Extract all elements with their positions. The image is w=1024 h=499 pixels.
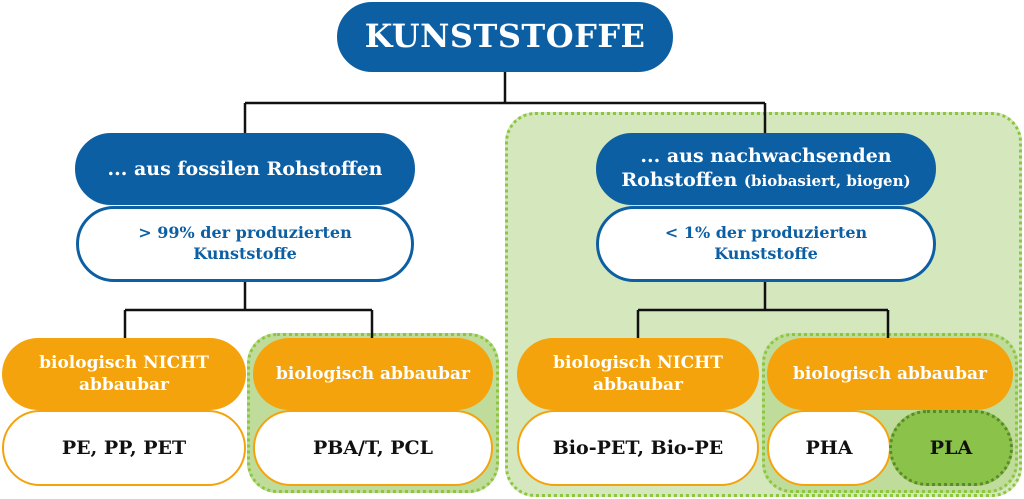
- fossil-share-pill: > 99% der produzierten Kunststoffe: [76, 206, 414, 282]
- renewable-share-line2: Kunststoffe: [714, 244, 818, 263]
- fossil-not-biodegradable-examples: PE, PP, PET: [2, 410, 246, 486]
- pla-label: PLA: [929, 436, 973, 459]
- fossil-origin-label: ... aus fossilen Rohstoffen: [107, 157, 383, 180]
- renewable-bio-example-pla: PLA: [889, 410, 1013, 486]
- renewable-share-line1: < 1% der produzierten: [664, 223, 868, 243]
- fossil-bio-examples: PBA/T, PCL: [312, 436, 434, 459]
- renewable-biodegradable-header: biologisch abbaubar: [767, 338, 1013, 410]
- renewable-not-biodegradable-examples: Bio-PET, Bio-PE: [517, 410, 759, 486]
- renewable-origin-line2-wrap: Rohstoffen (biobasiert, biogen): [621, 169, 910, 193]
- renewable-share-pill: < 1% der produzierten Kunststoffe: [596, 206, 936, 282]
- fossil-biodegradable-examples: PBA/T, PCL: [253, 410, 493, 486]
- renewable-not-bio-line1: biologisch NICHT: [553, 352, 723, 373]
- fossil-biodegradable-header: biologisch abbaubar: [253, 338, 493, 410]
- page-title: KUNSTSTOFFE: [364, 17, 646, 56]
- title-pill: KUNSTSTOFFE: [337, 2, 673, 72]
- fossil-share-line1: > 99% der produzierten: [138, 223, 352, 243]
- renewable-bio-example-pha: PHA: [767, 410, 891, 486]
- renewable-origin-note: (biobasiert, biogen): [743, 172, 911, 190]
- renewable-not-biodegradable-header: biologisch NICHT abbaubar: [517, 338, 759, 410]
- renewable-not-bio-line2: abbaubar: [592, 375, 684, 395]
- renewable-origin-pill: ... aus nachwachsenden Rohstoffen (bioba…: [596, 133, 936, 205]
- fossil-not-bio-line2: abbaubar: [78, 375, 170, 395]
- renewable-origin-line2: Rohstoffen: [621, 169, 738, 191]
- fossil-origin-pill: ... aus fossilen Rohstoffen: [75, 133, 415, 205]
- renewable-bio-label: biologisch abbaubar: [792, 363, 988, 384]
- fossil-not-bio-line1: biologisch NICHT: [39, 352, 209, 373]
- fossil-bio-label: biologisch abbaubar: [275, 363, 471, 384]
- fossil-share-line2: Kunststoffe: [193, 244, 297, 263]
- fossil-not-bio-examples: PE, PP, PET: [61, 436, 187, 459]
- pha-label: PHA: [805, 436, 853, 459]
- renewable-origin-line1: ... aus nachwachsenden: [640, 145, 892, 168]
- fossil-not-biodegradable-header: biologisch NICHT abbaubar: [2, 338, 246, 410]
- renewable-not-bio-examples: Bio-PET, Bio-PE: [552, 436, 724, 459]
